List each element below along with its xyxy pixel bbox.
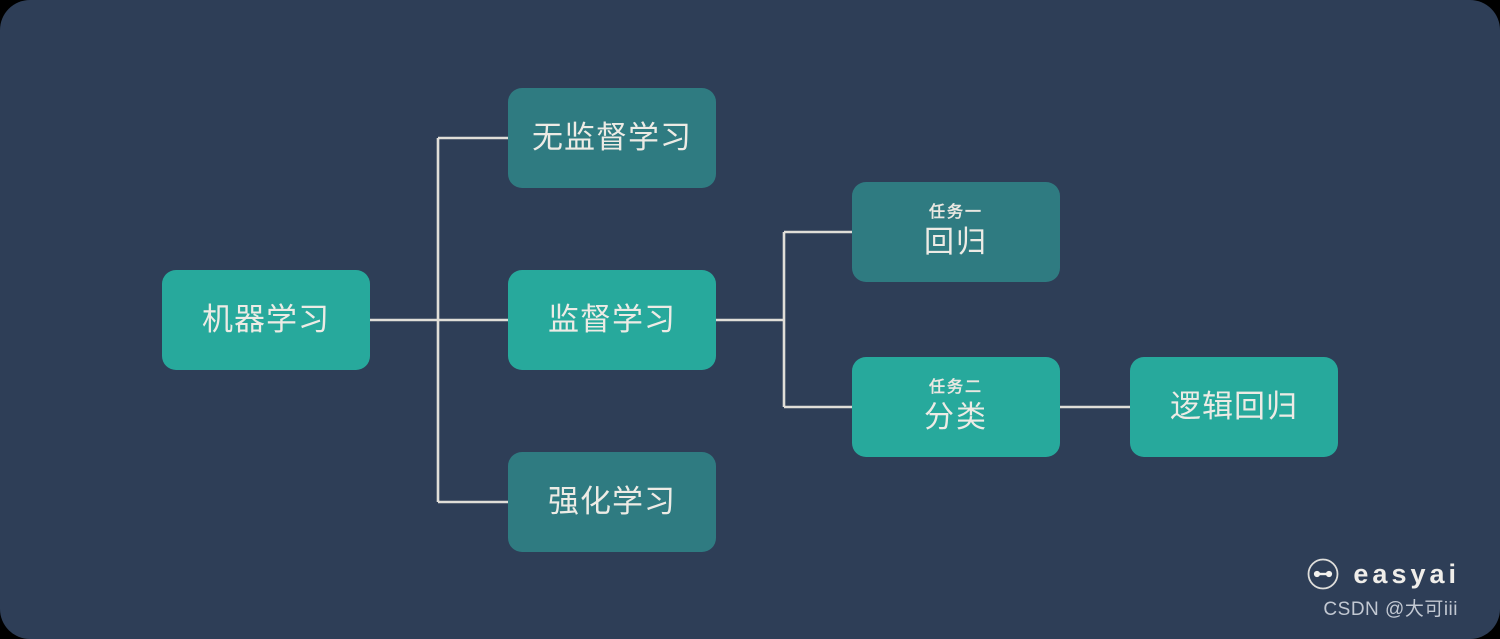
- node-reinforcement-learning[interactable]: 强化学习: [508, 452, 716, 552]
- node-classification-label: 分类: [924, 400, 988, 434]
- node-regression-kicker: 任务一: [928, 203, 983, 221]
- brand-name: easyai: [1353, 558, 1460, 589]
- node-supervised-learning-label: 监督学习: [548, 302, 676, 338]
- csdn-watermark: CSDN @大可iii: [1323, 599, 1458, 620]
- node-unsupervised-learning[interactable]: 无监督学习: [508, 88, 716, 188]
- node-regression-label: 回归: [924, 225, 988, 259]
- node-classification-kicker: 任务二: [928, 378, 983, 396]
- node-regression[interactable]: 任务一 回归: [852, 182, 1060, 282]
- node-logistic-regression-label: 逻辑回归: [1170, 389, 1298, 425]
- node-unsupervised-learning-label: 无监督学习: [532, 120, 692, 156]
- branding: easyai CSDN @大可iii: [1306, 557, 1460, 621]
- node-supervised-learning[interactable]: 监督学习: [508, 270, 716, 370]
- dumbbell-in-circle-icon: [1306, 557, 1340, 591]
- node-classification[interactable]: 任务二 分类: [852, 357, 1060, 457]
- brand-row: easyai: [1306, 557, 1460, 591]
- node-machine-learning[interactable]: 机器学习: [162, 270, 370, 370]
- node-logistic-regression[interactable]: 逻辑回归: [1130, 357, 1338, 457]
- node-machine-learning-label: 机器学习: [202, 302, 330, 338]
- node-reinforcement-learning-label: 强化学习: [548, 484, 676, 520]
